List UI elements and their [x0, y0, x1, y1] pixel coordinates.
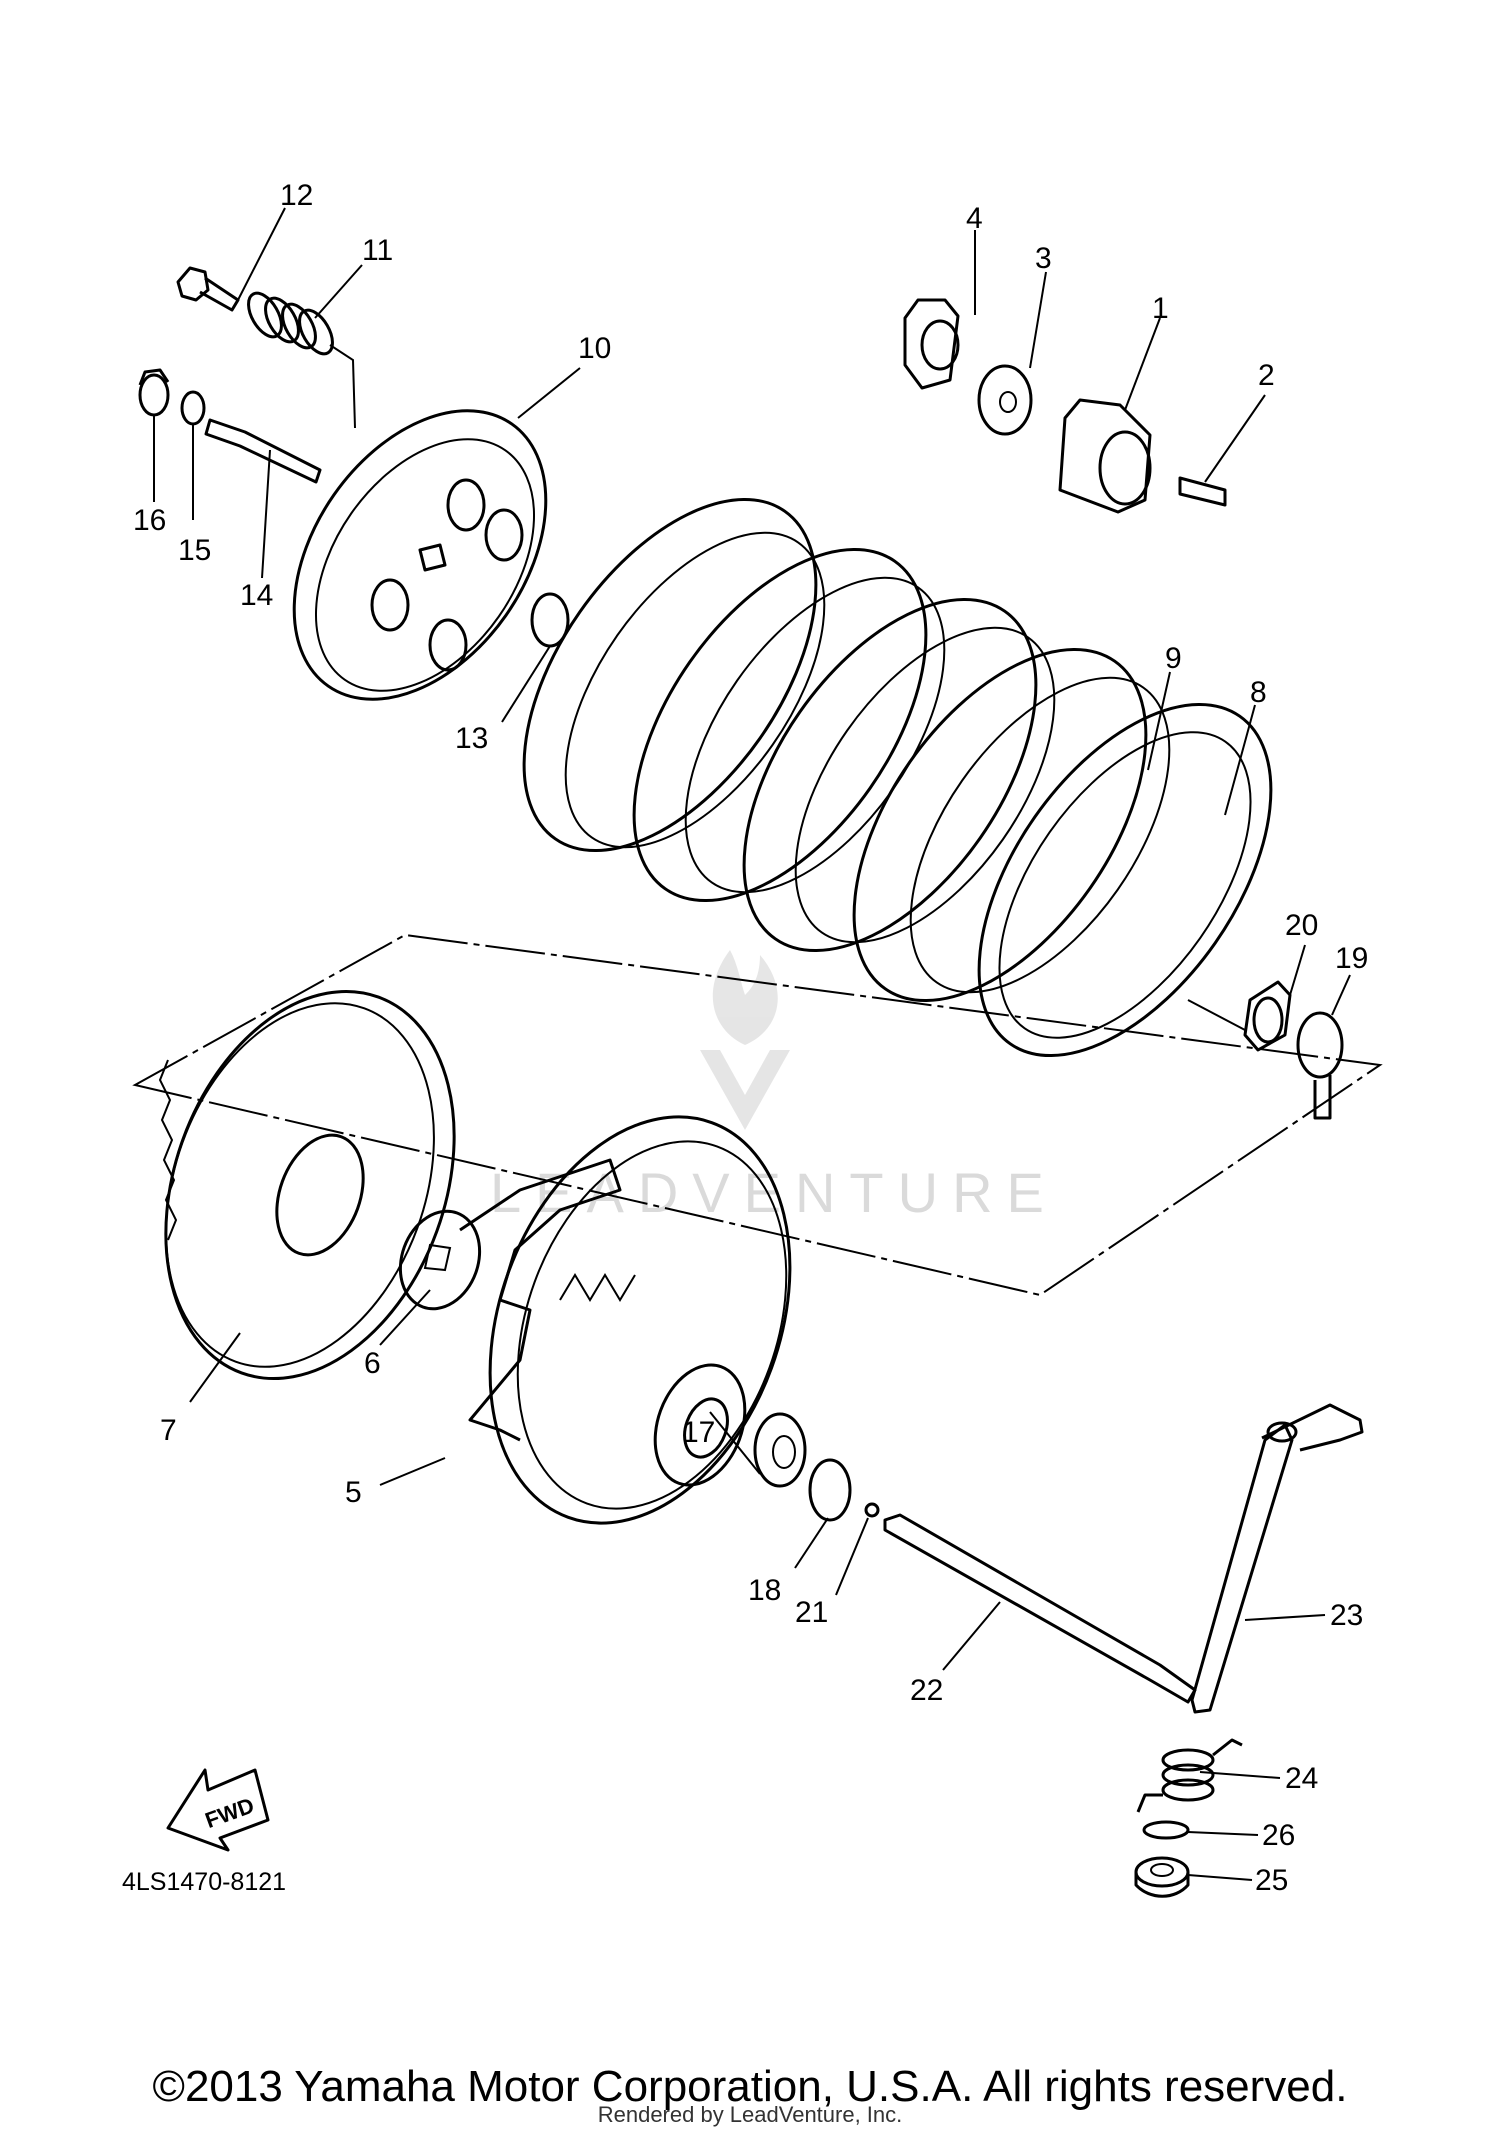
part-26-circlip [1142, 1820, 1190, 1840]
callout-numbers: 1 2 3 4 5 6 7 8 9 10 11 12 13 14 15 16 1… [133, 179, 1368, 1897]
callout-9: 9 [1165, 642, 1182, 675]
callout-11: 11 [362, 234, 393, 267]
part-23-push-lever-shaft [1190, 1403, 1364, 1714]
rendered-by-credit: Rendered by LeadVenture, Inc. [597, 2102, 903, 2127]
callout-13: 13 [455, 722, 488, 755]
part-21-ball [864, 1502, 880, 1518]
callout-25: 25 [1255, 1864, 1288, 1897]
callout-18: 18 [748, 1574, 781, 1607]
callout-1: 1 [1152, 292, 1169, 325]
part-12-bolt [176, 266, 240, 312]
part-24-spring [1136, 1738, 1243, 1813]
callout-8: 8 [1250, 676, 1267, 709]
callout-7: 7 [160, 1414, 177, 1447]
callout-24: 24 [1285, 1762, 1318, 1795]
callout-26: 26 [1262, 1819, 1295, 1852]
callout-22: 22 [910, 1674, 943, 1707]
callout-20: 20 [1285, 909, 1318, 942]
part-11-spring [247, 291, 334, 356]
part-7-primary-driven-gear [158, 989, 456, 1381]
callout-5: 5 [345, 1476, 362, 1509]
callout-19: 19 [1335, 942, 1368, 975]
part-17-washer [753, 1412, 807, 1488]
part-18-washer [808, 1458, 852, 1522]
part-3-washer [977, 364, 1033, 436]
part-19-circlip [1296, 1011, 1344, 1120]
part-6-clutch-boss [398, 1209, 482, 1311]
callout-23: 23 [1330, 1599, 1363, 1632]
part-22-push-rod [883, 1513, 1197, 1704]
part-2-key [1178, 476, 1227, 507]
fwd-arrow-icon: FWD [166, 1768, 270, 1852]
assembly-outline [132, 933, 1383, 1297]
drawing-code: 4LS1470-8121 [122, 1868, 286, 1896]
callout-2: 2 [1258, 359, 1275, 392]
callout-15: 15 [178, 534, 211, 567]
copyright-notice: ©2013 Yamaha Motor Corporation, U.S.A. A… [152, 2062, 1348, 2111]
callout-10: 10 [578, 332, 611, 365]
part-25-seal [1134, 1856, 1190, 1898]
part-8-9-clutch-plate-stack [522, 497, 1273, 1058]
part-14-push-rod [204, 418, 322, 484]
part-4-nut [903, 298, 960, 390]
callout-4: 4 [966, 202, 983, 235]
part-16-nut [138, 368, 170, 417]
part-10-pressure-plate [292, 409, 548, 701]
part-15-washer [180, 390, 206, 426]
part-5-clutch-housing [459, 1115, 792, 1525]
callout-12: 12 [280, 179, 313, 212]
callout-21: 21 [795, 1596, 828, 1629]
part-20-collar [1243, 980, 1292, 1052]
callout-16: 16 [133, 504, 166, 537]
callout-3: 3 [1035, 242, 1052, 275]
leader-lines [153, 207, 1351, 1881]
part-1-cam [1058, 398, 1152, 514]
callout-17: 17 [682, 1416, 715, 1449]
callout-14: 14 [240, 579, 273, 612]
callout-6: 6 [364, 1347, 381, 1380]
